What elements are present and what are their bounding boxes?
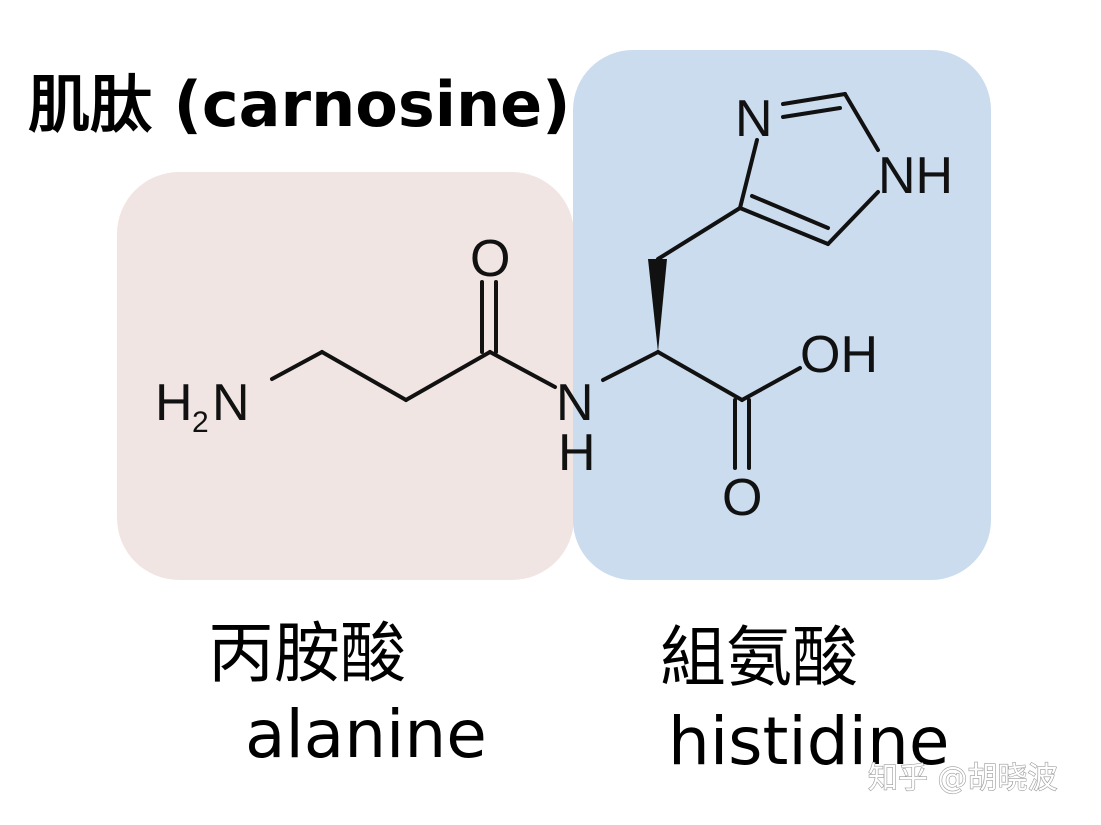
bond-c3-amide-n	[488, 350, 557, 389]
bond-ring-n3-c4	[738, 138, 759, 210]
alanine-region	[117, 172, 574, 580]
atom-acid-o: O	[722, 469, 762, 527]
atom-h2n-subscript: 2	[192, 406, 209, 439]
atom-ring-n: N	[735, 90, 773, 148]
atom-labels: H 2 N O N H OH O N NH	[155, 90, 953, 527]
bond-n-c1	[270, 350, 324, 381]
alanine-label-en: alanine	[245, 696, 487, 773]
atom-acid-oh: OH	[800, 326, 878, 384]
bond-ch2-ring	[656, 206, 742, 261]
bond-ring-c5-n1	[826, 190, 880, 246]
diagram-title: 肌肽 (carnosine)	[28, 68, 571, 141]
bond-carboxyl-oh	[740, 366, 802, 402]
bond-c1-c2	[320, 350, 408, 402]
atom-h2n-h: H	[155, 374, 193, 432]
bond-amide-n-calpha	[601, 350, 660, 382]
alanine-label-cn: 丙胺酸	[208, 615, 406, 692]
histidine-region	[573, 50, 991, 580]
bond-wedge	[648, 259, 667, 352]
bond-ring-c4-c5-a	[738, 206, 830, 246]
bond-ring-c4-c5-b	[750, 194, 830, 230]
histidine-label-en: histidine	[668, 703, 949, 780]
atom-carbonyl-o: O	[470, 230, 510, 288]
bond-calpha-carboxyl	[656, 350, 744, 402]
atom-h2n-n: N	[212, 374, 250, 432]
bond-lines	[270, 92, 880, 470]
atom-amide-n: N	[556, 374, 594, 432]
histidine-label-cn: 組氨酸	[660, 619, 858, 696]
atom-amide-h: H	[558, 424, 596, 482]
bond-ring-c2-n3-a	[781, 92, 847, 106]
atom-ring-nh: NH	[878, 147, 953, 205]
watermark: 知乎 @胡晓波	[868, 761, 1058, 796]
bond-c2-c3	[404, 350, 492, 402]
bond-ring-n1-c2	[843, 92, 880, 152]
bond-ring-c2-n3-b	[781, 106, 842, 119]
